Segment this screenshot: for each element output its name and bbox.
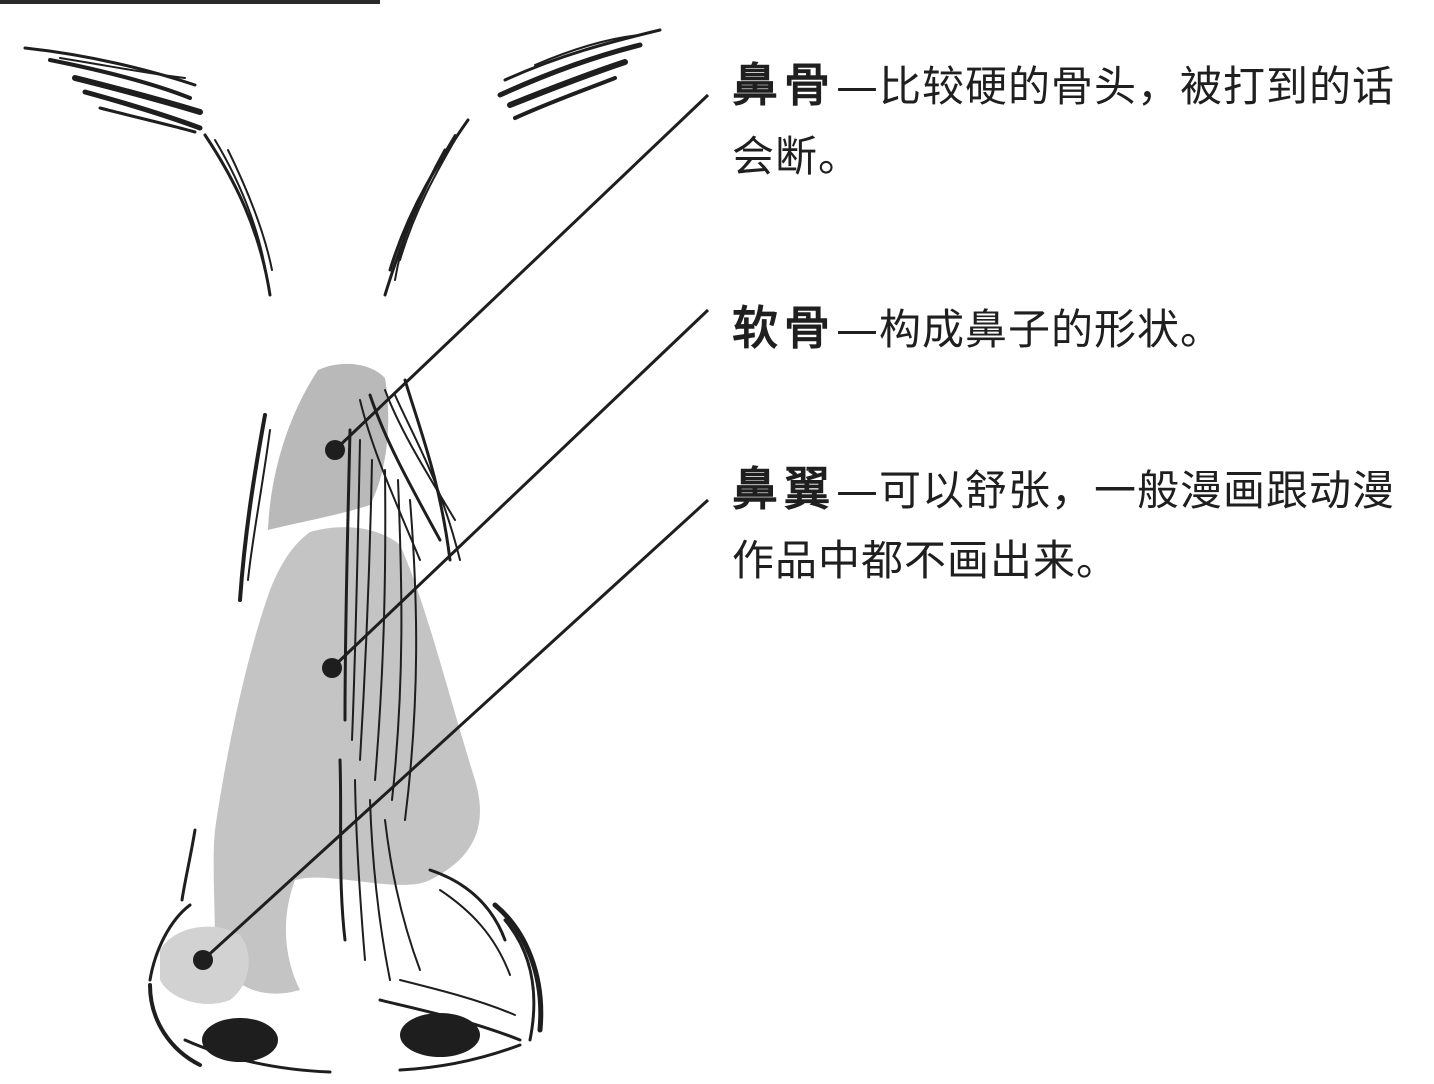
label-nasal-bone: 鼻骨—比较硬的骨头，被打到的话会断。 xyxy=(732,50,1432,192)
description-cartilage: —构成鼻子的形状。 xyxy=(836,305,1224,354)
term-nasal-wing: 鼻翼 xyxy=(732,462,836,516)
pointer-dot-nasal-bone xyxy=(325,440,345,460)
right-nostril xyxy=(400,1013,480,1057)
left-eyebrow xyxy=(23,46,203,134)
right-eyebrow xyxy=(497,28,662,120)
pointer-dot-nasal-wing xyxy=(193,950,213,970)
term-cartilage: 软骨 xyxy=(732,301,836,355)
term-nasal-bone: 鼻骨 xyxy=(732,58,836,112)
pointer-dot-cartilage xyxy=(322,658,342,678)
leader-line-nasal-wing xyxy=(201,498,710,962)
leader-line-cartilage xyxy=(330,308,710,670)
bridge-contour-strokes xyxy=(203,118,470,297)
top-rule xyxy=(0,0,380,4)
left-nostril xyxy=(202,1018,278,1062)
leader-line-nasal-bone xyxy=(333,93,710,452)
cartilage-region xyxy=(213,527,480,994)
description-nasal-wing: —可以舒张，一般漫画跟动漫作品中都不画出来。 xyxy=(732,466,1396,585)
label-nasal-wing: 鼻翼—可以舒张，一般漫画跟动漫作品中都不画出来。 xyxy=(732,454,1432,596)
label-cartilage: 软骨—构成鼻子的形状。 xyxy=(732,293,1432,365)
description-nasal-bone: —比较硬的骨头，被打到的话会断。 xyxy=(732,62,1396,181)
nose-hatching xyxy=(148,378,544,1074)
leader-lines xyxy=(201,93,710,962)
